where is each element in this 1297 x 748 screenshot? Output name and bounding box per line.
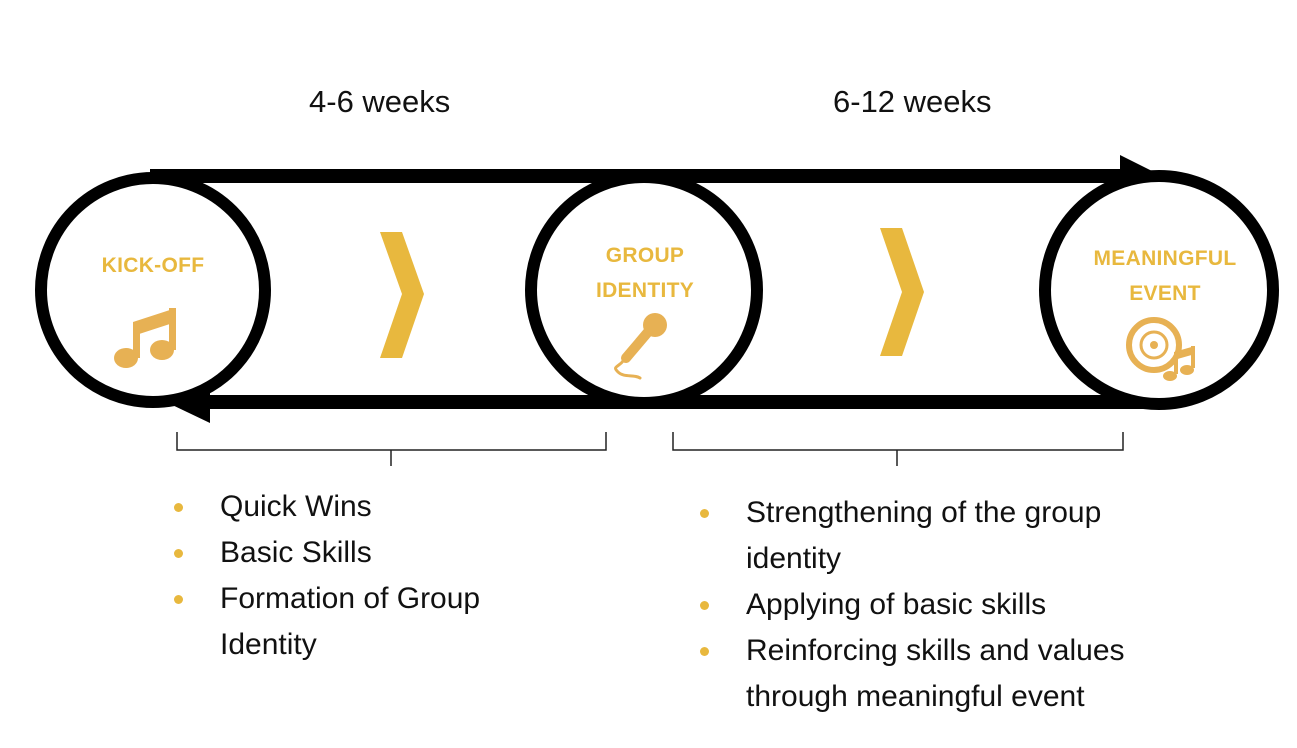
music-notes-icon (114, 308, 176, 368)
bullet-text-line: Applying of basic skills (746, 588, 1047, 621)
chevron-right-icon (380, 232, 424, 358)
bullet-text-line: Basic Skills (220, 536, 372, 569)
stage-label-group-identity: GROUP IDENTITY (565, 238, 725, 308)
stage-label-line: GROUP (605, 244, 685, 267)
stage-label-line: EVENT (1129, 282, 1201, 305)
chevron-right-icon (880, 228, 924, 356)
bullet-dot (700, 647, 709, 656)
bullet-text-line: Formation of Group (220, 582, 481, 615)
list-item: Applying of basic skills (700, 582, 1125, 628)
phase-2-bullet-list: Strengthening of the group identity Appl… (700, 490, 1125, 720)
stage-circle-meaningful-event (1039, 170, 1279, 410)
bullet-dot (700, 509, 709, 518)
bullet-text-line: Quick Wins (220, 490, 372, 523)
duration-label-phase-1: 4-6 weeks (309, 84, 451, 119)
stage-label-line: KICK-OFF (101, 254, 205, 277)
stage-label-line: IDENTITY (595, 279, 695, 302)
phase-1-bullet-list: Quick Wins Basic Skills Formation of Gro… (174, 484, 480, 668)
stage-label-kickoff: KICK-OFF (73, 248, 233, 283)
stage-circle-group-identity (525, 171, 763, 409)
bullet-text-line: Identity (220, 628, 317, 661)
stage-label-line: MEANINGFUL (1093, 247, 1237, 270)
bullet-dot (174, 503, 183, 512)
bullet-dot (174, 595, 183, 604)
list-item: Quick Wins (174, 484, 480, 530)
bullet-text-line: Strengthening of the group (746, 496, 1102, 529)
duration-label-phase-2: 6-12 weeks (833, 84, 992, 119)
bullet-text-line: Reinforcing skills and values (746, 634, 1125, 667)
list-item: Strengthening of the group identity (700, 490, 1125, 582)
music-disc-icon (1126, 317, 1195, 381)
stage-circle-kickoff (35, 172, 271, 408)
bullet-dot (700, 601, 709, 610)
phase-brace-2 (672, 432, 1124, 466)
bullet-dot (174, 549, 183, 558)
bullet-text-line: through meaningful event (746, 680, 1085, 713)
phase-brace-1 (176, 432, 607, 466)
stage-label-meaningful-event: MEANINGFUL EVENT (1075, 241, 1255, 311)
microphone-icon (614, 313, 667, 380)
list-item: Reinforcing skills and values through me… (700, 628, 1125, 720)
bullet-text-line: identity (746, 542, 842, 575)
list-item: Basic Skills (174, 530, 480, 576)
list-item: Formation of Group Identity (174, 576, 480, 668)
